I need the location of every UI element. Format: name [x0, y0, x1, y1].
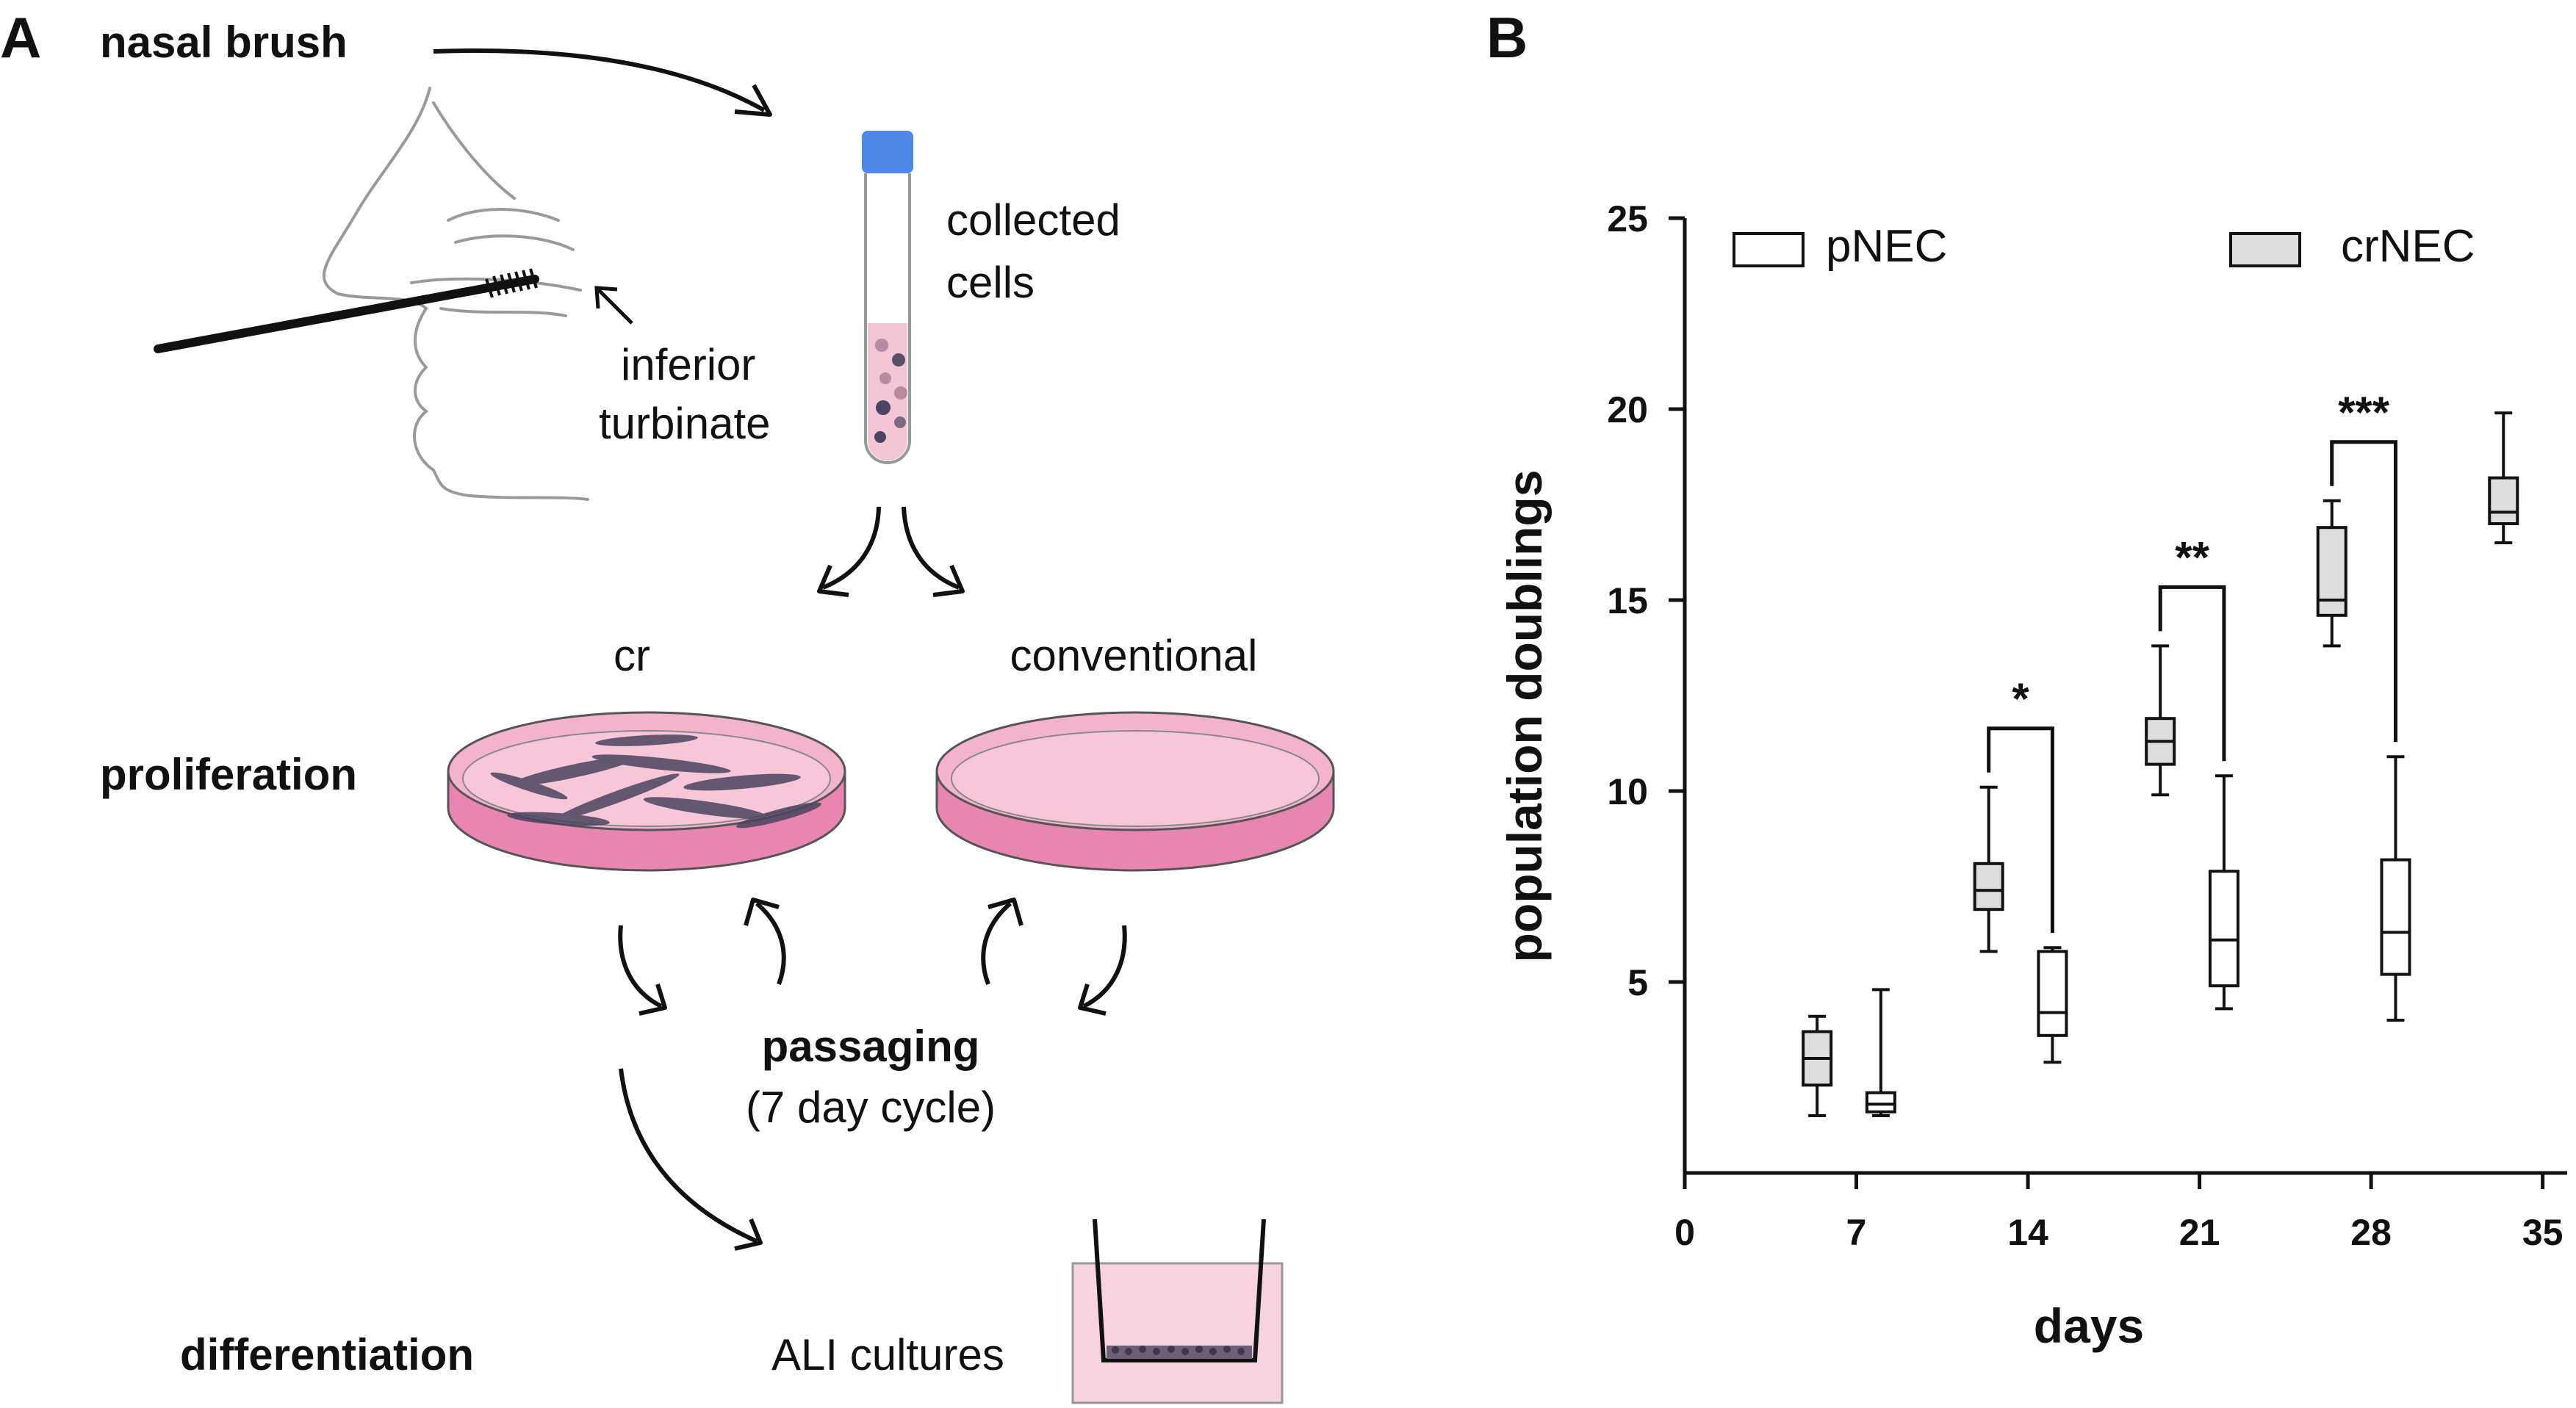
- panel-b-label: B: [1486, 5, 1528, 70]
- passaging-arrows: [618, 898, 1127, 1016]
- x-axis-label: days: [2034, 1299, 2144, 1353]
- cr-dish-cells: [490, 734, 821, 828]
- legend-item-crNEC: crNEC: [2229, 221, 2475, 272]
- turbinate-label-line1: inferior: [621, 340, 755, 389]
- collection-tube-icon: [862, 131, 913, 464]
- turbinate-pointer-arrow: [594, 286, 633, 325]
- y-ticks: 5 10 15 20 25: [1607, 198, 1685, 1003]
- cr-label: cr: [614, 631, 650, 680]
- panel-a-label: A: [0, 5, 41, 70]
- box-iqr: [2208, 870, 2239, 988]
- legend-swatch: [2229, 232, 2301, 267]
- x-tick-label: 35: [2522, 1212, 2564, 1253]
- box-iqr: [2380, 858, 2411, 976]
- box-crNEC-day28: [2316, 499, 2347, 648]
- significance-label: *: [2012, 674, 2029, 723]
- collected-label-line2: cells: [946, 258, 1035, 307]
- legend-label: crNEC: [2341, 221, 2475, 272]
- bracket-line: [2158, 585, 2226, 762]
- ali-insert-icon: [1071, 1219, 1284, 1404]
- significance-markers: ******: [1987, 388, 2397, 934]
- box-pNEC-day14: [2037, 946, 2068, 1064]
- cycle-label: (7 day cycle): [746, 1083, 996, 1132]
- box-pNEC-day28: [2380, 755, 2411, 1022]
- x-tick-label: 28: [2350, 1212, 2392, 1253]
- chart-legend: pNEC crNEC: [1733, 221, 2475, 272]
- y-axis-label: population doublings: [1497, 470, 1552, 963]
- conventional-label: conventional: [1010, 631, 1258, 680]
- differentiation-label: differentiation: [180, 1330, 474, 1379]
- x-tick-label: 14: [2007, 1212, 2048, 1253]
- chart-boxes: [1802, 411, 2519, 1117]
- box-iqr: [1865, 1091, 1896, 1113]
- chart-axes: [1683, 218, 2567, 1175]
- nasal-brush-icon: [154, 268, 539, 353]
- box-pNEC-day7: [1865, 988, 1896, 1117]
- x-tick-label: 21: [2179, 1212, 2220, 1253]
- tube-cap: [862, 131, 913, 173]
- box-crNEC-day14: [1973, 785, 2004, 953]
- y-tick-label: 25: [1607, 198, 1648, 239]
- significance-bracket-day21: **: [2158, 532, 2226, 762]
- y-tick-label: 15: [1607, 580, 1648, 621]
- legend-label: pNEC: [1826, 221, 1947, 272]
- box-crNEC-day35: [2488, 411, 2519, 544]
- bracket-line: [2330, 440, 2397, 743]
- box-crNEC-day21: [2145, 644, 2176, 797]
- conventional-dish-icon: [935, 711, 1335, 872]
- panel-a: A nasal brush: [0, 5, 1335, 1404]
- cr-dish-icon: [447, 711, 846, 872]
- bracket-line: [1987, 726, 2054, 934]
- significance-label: **: [2175, 532, 2209, 582]
- significance-label: ***: [2338, 388, 2390, 437]
- face-profile-icon: [323, 87, 589, 501]
- turbinate-label-line2: turbinate: [599, 399, 771, 448]
- differentiation-arrow: [619, 1068, 763, 1251]
- y-tick-label: 5: [1627, 962, 1648, 1003]
- significance-bracket-day14: *: [1987, 674, 2054, 934]
- ali-cultures-label: ALI cultures: [771, 1330, 1004, 1379]
- box-pNEC-day21: [2208, 774, 2239, 1011]
- legend-item-pNEC: pNEC: [1733, 221, 1947, 272]
- arrow-brush-to-tube: [433, 48, 772, 117]
- significance-bracket-day28: ***: [2330, 388, 2397, 743]
- box-crNEC-day7: [1802, 1014, 1833, 1117]
- box-iqr: [1973, 862, 2004, 911]
- x-tick-label: 7: [1846, 1212, 1867, 1253]
- y-tick-label: 10: [1607, 771, 1648, 812]
- box-iqr: [2316, 526, 2347, 617]
- collected-label-line1: collected: [946, 195, 1120, 245]
- passaging-label: passaging: [762, 1022, 980, 1071]
- legend-swatch: [1733, 232, 1805, 267]
- proliferation-label: proliferation: [100, 750, 357, 799]
- split-arrows: [817, 506, 965, 597]
- box-iqr: [2488, 476, 2519, 525]
- x-ticks: 0 7 14 21 28 35: [1674, 1173, 2563, 1253]
- box-iqr: [2037, 950, 2068, 1037]
- x-tick-label: 0: [1674, 1212, 1695, 1253]
- y-tick-label: 20: [1607, 389, 1648, 430]
- nasal-brush-label: nasal brush: [100, 18, 348, 67]
